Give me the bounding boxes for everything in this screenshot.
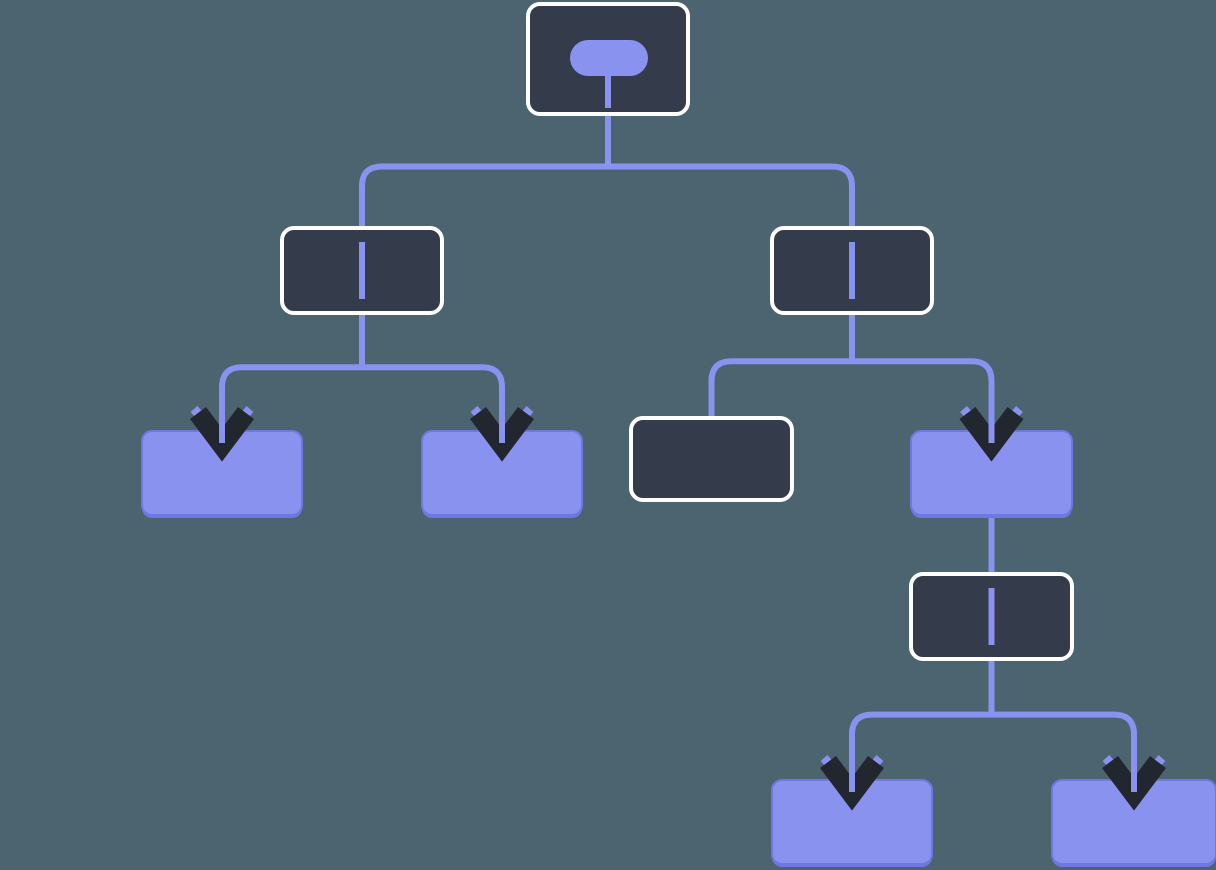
arrowhead-dark-chevron: [190, 407, 254, 462]
node-n4-leaf[interactable]: [421, 430, 583, 518]
arrowhead-dark-chevron: [470, 407, 534, 462]
arrowhead-layer: [190, 399, 1166, 811]
arrowhead-e5: [959, 399, 1024, 462]
node-n8-leaf[interactable]: [771, 779, 933, 867]
node-box-dark[interactable]: [629, 416, 794, 502]
node-n5-leaf[interactable]: [629, 416, 794, 502]
arrowhead-e2: [190, 399, 254, 462]
edge-e1: [608, 163, 855, 228]
node-n9-leaf[interactable]: [1051, 779, 1216, 867]
arrowhead-e3: [470, 399, 534, 462]
node-pill-shape: [570, 40, 648, 76]
arrowhead-dark-chevron: [1102, 756, 1166, 811]
edge-e8: [991, 711, 1137, 780]
arrowhead-e7: [820, 748, 884, 811]
edge-layer: [219, 112, 1137, 780]
node-n0-root[interactable]: [526, 2, 690, 116]
edge-e2: [219, 364, 362, 431]
arrowhead-e8: [1102, 748, 1166, 811]
edge-e0: [359, 163, 608, 228]
arrowhead-dark-chevron: [959, 407, 1024, 462]
edge-e5: [852, 358, 995, 431]
edge-e7: [849, 711, 992, 780]
arrowhead-dark-chevron: [820, 756, 884, 811]
line-overlay-layer: [359, 74, 995, 645]
node-layer: [141, 2, 1216, 867]
node-n3-leaf[interactable]: [141, 430, 303, 518]
edge-e4: [708, 358, 852, 418]
edge-e3: [362, 364, 505, 431]
node-n6-branch[interactable]: [910, 430, 1073, 518]
